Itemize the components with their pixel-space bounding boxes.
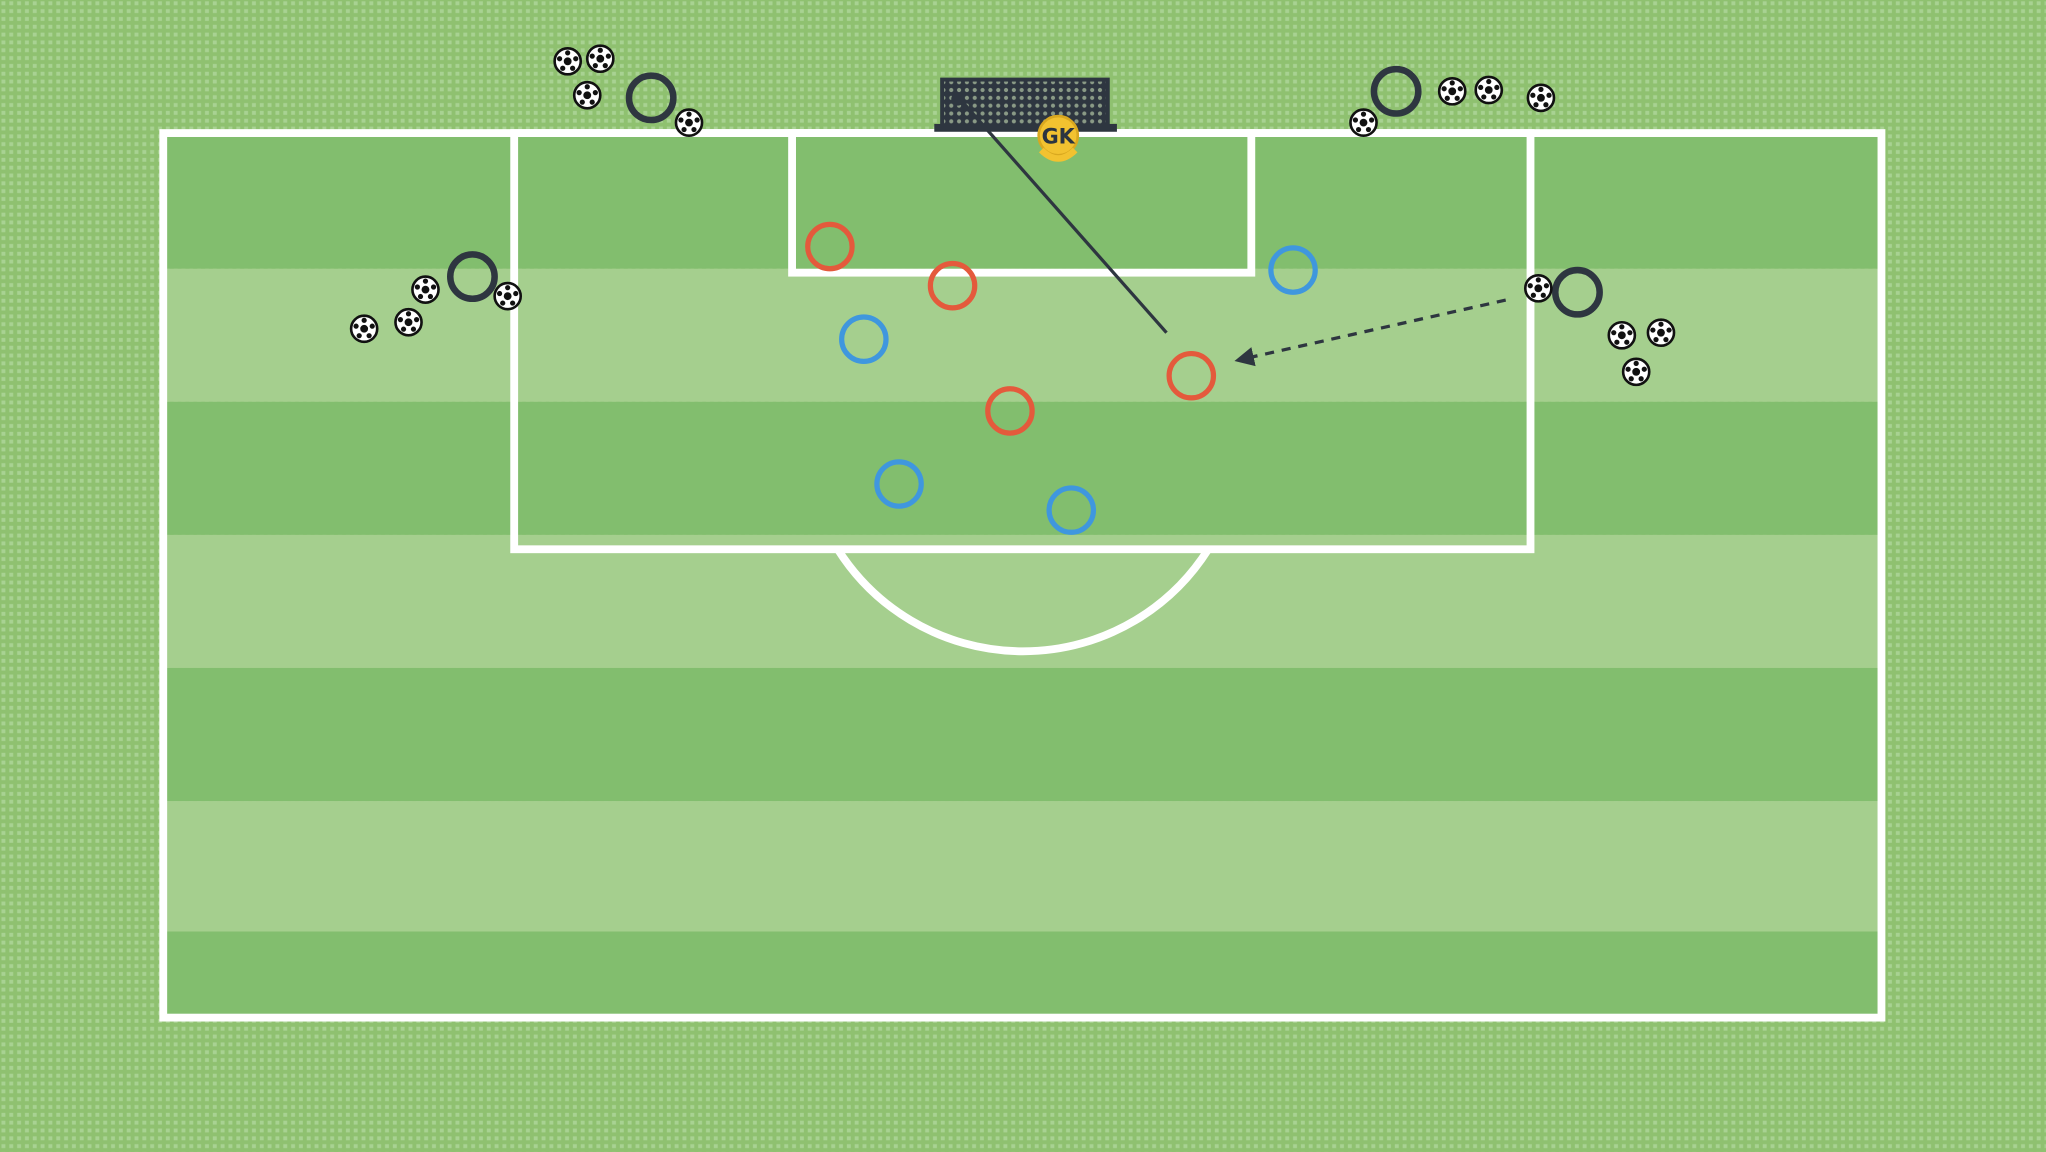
pitch-lines xyxy=(159,129,1886,1022)
server-marker[interactable] xyxy=(1552,266,1603,318)
grass-stripes xyxy=(163,133,1882,1018)
server-marker[interactable] xyxy=(1370,65,1422,117)
attacker-marker[interactable] xyxy=(985,386,1035,436)
defender-marker[interactable] xyxy=(839,314,889,364)
server-marker[interactable] xyxy=(447,251,498,303)
soccer-ball-icon xyxy=(411,275,440,304)
soccer-ball-icon xyxy=(1523,273,1553,303)
defender-marker[interactable] xyxy=(1268,245,1318,295)
attacker-marker[interactable] xyxy=(927,260,978,311)
soccer-ball-icon xyxy=(1646,318,1676,348)
cross-pass-arrow xyxy=(1234,298,1507,367)
attacker-marker[interactable] xyxy=(805,221,855,272)
soccer-ball-icon xyxy=(1607,320,1637,350)
soccer-ball-icon xyxy=(572,80,602,110)
soccer-ball-icon xyxy=(585,44,615,74)
soccer-ball-icon xyxy=(394,307,423,337)
soccer-ball-icon xyxy=(349,314,379,344)
gk-label: GK xyxy=(1042,125,1076,149)
shot-arrow xyxy=(951,92,1168,334)
server-marker[interactable] xyxy=(625,72,677,124)
defender-marker[interactable] xyxy=(1046,485,1097,535)
soccer-ball-icon xyxy=(1621,357,1651,387)
goalkeeper[interactable]: GK xyxy=(1037,114,1080,162)
soccer-ball-icon xyxy=(1526,83,1556,113)
soccer-ball-icon xyxy=(1349,108,1378,137)
attacker-marker[interactable] xyxy=(1166,350,1217,401)
attackers xyxy=(805,221,1217,436)
penalty-arc xyxy=(834,547,1212,656)
defender-marker[interactable] xyxy=(874,459,924,509)
defenders xyxy=(839,245,1318,535)
soccer-ball-icon xyxy=(493,281,523,311)
soccer-ball-icon xyxy=(674,108,704,137)
soccer-ball-icon xyxy=(1474,75,1504,105)
goal xyxy=(934,77,1117,132)
soccer-ball-icon xyxy=(1437,76,1467,106)
soccer-ball-icon xyxy=(553,46,583,76)
six-yard-box xyxy=(788,129,1256,277)
servers xyxy=(447,65,1603,318)
